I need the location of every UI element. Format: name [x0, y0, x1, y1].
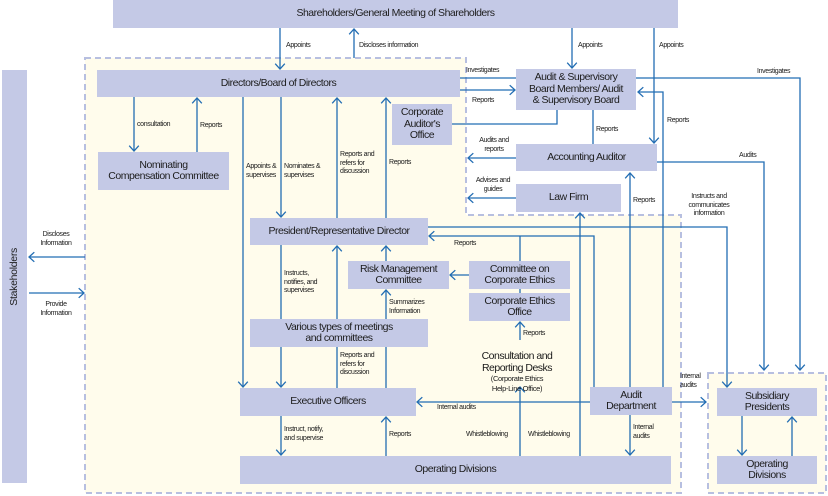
label-whistleblowing-lawfirm: Whistleblowing: [528, 431, 570, 438]
label-appoints-supervises: Appoints & supervises: [246, 163, 277, 179]
connector-accounting-audits-subsidiaries: [657, 161, 770, 371]
corporate-auditors-office-box: Corporate Auditor's Office: [392, 104, 452, 145]
label-internal-audits-opdiv: Internal audits: [633, 424, 654, 440]
audit-supervisory-board-box: Audit & Supervisory Board Members/ Audit…: [516, 69, 636, 110]
label-reports-desks: Reports: [523, 330, 546, 337]
label-instructs-communicates: Instructs and communicates information: [688, 193, 730, 217]
connector-auditors-office-audit-board: [452, 110, 558, 125]
label-reports-board-to-auditor: Reports: [596, 126, 619, 133]
nominating-compensation-committee-box: Nominating Compensation Committee: [98, 152, 229, 190]
label-appoints-directors: Appoints: [286, 42, 311, 49]
label-internal-audits-subsidiary: Internal audits: [680, 373, 701, 389]
label-provide-information: Provide Information: [40, 301, 72, 317]
label-instructs-notifies: Instructs, notifies, and supervises: [284, 270, 318, 294]
consultation-desks-subtitle: (Corporate Ethics Help-Line Office): [490, 374, 544, 393]
label-nominates-supervises: Nominates & supervises: [284, 163, 321, 179]
various-meetings-box: Various types of meetings and committees: [250, 319, 428, 347]
committee-corporate-ethics-box: Committee on Corporate Ethics: [469, 261, 570, 289]
stakeholders-box: Stakeholders: [2, 70, 27, 483]
corporate-ethics-office-box: Corporate Ethics Office: [469, 293, 570, 321]
connector-auditdept-reports-audit-board: [637, 86, 664, 387]
label-whistleblowing-desks: Whistleblowing: [466, 431, 508, 438]
label-investigates-subsidiaries: Investigates: [757, 68, 791, 75]
executive-officers-box: Executive Officers: [240, 388, 416, 416]
directors-box: Directors/Board of Directors: [97, 70, 460, 97]
law-firm-box: Law Firm: [516, 184, 621, 212]
label-reports-to-audit-board: Reports: [472, 97, 495, 104]
operating-divisions-box: Operating Divisions: [240, 456, 671, 484]
label-advises-and-guides: Advises and guides: [475, 177, 511, 193]
consultation-desks: Consultation and Reporting Desks (Corpor…: [462, 338, 572, 405]
label-reports-auditdept-to-accounting: Reports: [633, 197, 656, 204]
consultation-desks-title: Consultation and Reporting Desks: [481, 350, 553, 374]
stakeholders-label: Stakeholders: [7, 247, 20, 306]
subsidiary-operating-divisions-box: Operating Divisions: [717, 456, 817, 484]
subsidiary-presidents-box: Subsidiary Presidents: [717, 388, 817, 416]
label-investigates-directors: Investigates: [466, 67, 500, 74]
connector-investigates-subsidiaries: [636, 77, 806, 371]
label-reports-opdiv-exec: Reports: [389, 431, 412, 438]
label-reports-nominating: Reports: [200, 122, 223, 129]
label-reports-auditdept-to-board: Reports: [667, 117, 690, 124]
label-appoints-audit-board: Appoints: [578, 42, 603, 49]
label-discloses-stakeholders: Discloses Information: [40, 231, 72, 247]
shareholders-box: Shareholders/General Meeting of Sharehol…: [113, 0, 678, 28]
label-audits-and-reports: Audits and reports: [479, 137, 509, 153]
president-box: President/Representative Director: [250, 218, 428, 245]
label-reports-refers-president: Reports and refers for discussion: [340, 151, 375, 175]
label-appoints-accounting-auditor: Appoints: [659, 42, 684, 49]
connector-auditdept-reports-president: [428, 230, 595, 387]
risk-management-committee-box: Risk Management Committee: [348, 261, 449, 289]
label-reports-president-directors: Reports: [389, 159, 412, 166]
label-reports-to-president: Reports: [454, 240, 477, 247]
label-consultation: consultation: [137, 121, 171, 128]
audit-department-box: Audit Department: [590, 387, 672, 415]
label-discloses-to-shareholders: Discloses information: [359, 42, 419, 49]
label-internal-audits-exec: Internal audits: [437, 404, 476, 411]
label-summarizes-information: Summarizes Information: [389, 299, 425, 315]
accounting-auditor-box: Accounting Auditor: [516, 144, 657, 171]
label-audits-subsidiaries: Audits: [739, 152, 757, 159]
label-instruct-notify-supervise: Instruct, notify, and supervise: [284, 426, 324, 442]
connector-president-instructs-subsidiaries: [428, 226, 733, 388]
label-reports-refers-exec: Reports and refers for discussion: [340, 352, 375, 376]
